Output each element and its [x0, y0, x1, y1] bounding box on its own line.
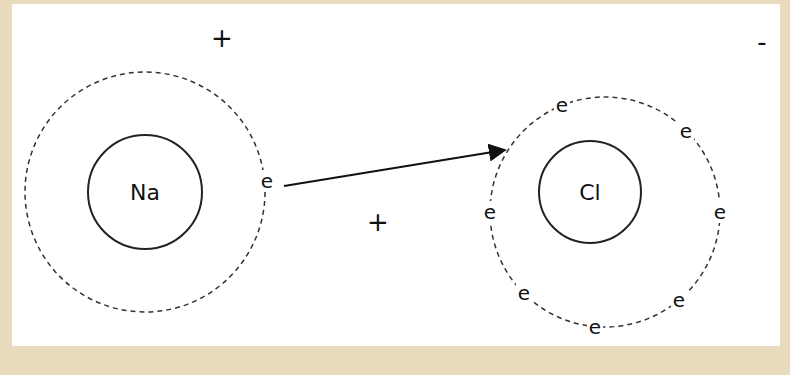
- electron-label: e: [587, 316, 603, 338]
- sodium-shell: [25, 72, 265, 312]
- electron-label: e: [554, 94, 570, 116]
- charge-sign: +: [209, 24, 235, 53]
- charge-sign: +: [365, 208, 391, 237]
- electron-label: e: [712, 201, 728, 223]
- electron-label: e: [482, 201, 498, 223]
- white-panel: [12, 4, 780, 346]
- atom-core: Na: [87, 134, 203, 250]
- element-symbol: Na: [130, 180, 160, 205]
- atom-core: Cl: [538, 140, 642, 244]
- charge-sign: -: [755, 28, 768, 57]
- electron-label: e: [671, 289, 687, 311]
- electron-label: e: [516, 282, 532, 304]
- chlorine-shell: [490, 97, 720, 327]
- electron-label: e: [259, 170, 275, 192]
- transfer-arrow: [284, 150, 505, 186]
- element-symbol: Cl: [579, 180, 600, 205]
- electron-label: e: [678, 120, 694, 142]
